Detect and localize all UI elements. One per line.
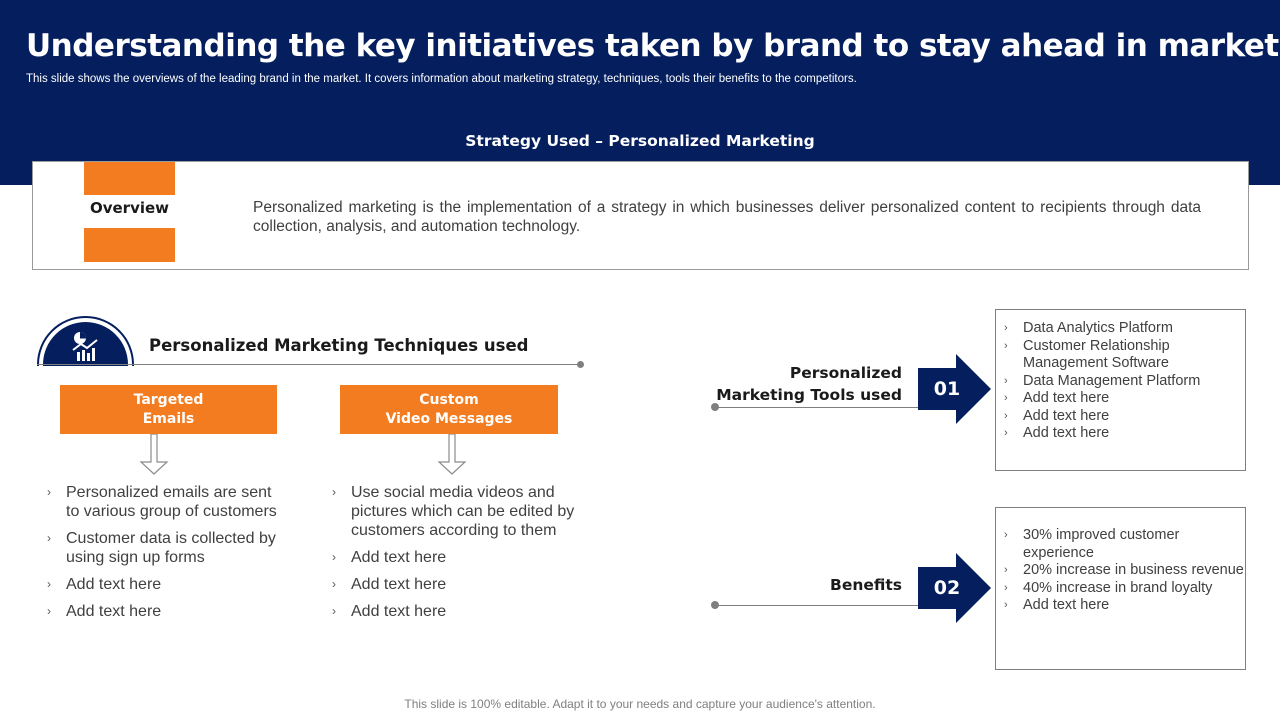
chevron-right-icon: › (332, 577, 336, 591)
list-item: ›Data Management Platform (1004, 372, 1201, 389)
benefits-connector-line (715, 605, 920, 606)
benefits-connector-dot (711, 601, 719, 609)
benefits-box (995, 507, 1246, 670)
list-item: ›Data Analytics Platform (1004, 320, 1173, 336)
chevron-right-icon: › (47, 485, 51, 499)
slide-title: Understanding the key initiatives taken … (26, 28, 1279, 64)
tools-connector-dot (711, 403, 719, 411)
benefits-list: ›30% improved customer experience ›20% i… (1004, 527, 1244, 615)
arrow-right-icon (918, 354, 991, 424)
down-arrow-icon (437, 434, 467, 475)
list-item: ›Add text here (332, 549, 447, 566)
chevron-right-icon: › (1004, 564, 1008, 576)
list-item: ›Add text here (1004, 597, 1110, 613)
list-item: ›Add text here (332, 576, 447, 593)
list-item: ›Use social media videos and pictures wh… (332, 484, 575, 539)
list-item: ›Add text here (1004, 407, 1110, 424)
chevron-right-icon: › (1004, 374, 1008, 387)
arrow-right-icon (918, 553, 991, 623)
chevron-right-icon: › (47, 604, 51, 618)
list-item: ›Customer Relationship Management Softwa… (1004, 337, 1170, 372)
list-item: ›Add text here (47, 576, 162, 593)
overview-accent-top (84, 162, 175, 195)
list-item: ›Add text here (1004, 425, 1110, 441)
tools-label: Personalized Marketing Tools used (716, 364, 902, 404)
chevron-right-icon: › (1004, 581, 1008, 594)
list-item: ›Customer data is collected by using sig… (47, 530, 276, 566)
techniques-title: Personalized Marketing Techniques used (149, 336, 529, 355)
techniques-badge (37, 316, 134, 366)
tools-number: 01 (933, 378, 961, 400)
list-item: ›Add text here (47, 603, 162, 620)
slide-subtitle: This slide shows the overviews of the le… (26, 73, 857, 85)
tools-list: ›Data Analytics Platform ›Customer Relat… (1004, 320, 1244, 443)
chevron-right-icon: › (332, 485, 336, 499)
analytics-chart-icon (72, 332, 98, 361)
chevron-right-icon: › (1004, 339, 1008, 352)
chevron-right-icon: › (1004, 599, 1008, 611)
tools-box (995, 309, 1246, 471)
overview-label: Overview (89, 199, 170, 217)
list-item: ›Add text here (332, 603, 447, 620)
strategy-heading: Strategy Used – Personalized Marketing (465, 132, 815, 150)
chevron-right-icon: › (1004, 427, 1008, 439)
chevron-right-icon: › (1004, 392, 1008, 404)
down-arrow-icon (139, 434, 169, 475)
targeted-emails-bullets: ›Personalized emails are sent to various… (47, 483, 287, 629)
benefits-number: 02 (933, 577, 961, 599)
custom-video-bullets: ›Use social media videos and pictures wh… (332, 483, 587, 629)
list-item: ›Add text here (1004, 390, 1110, 406)
overview-box (32, 161, 1249, 270)
list-item: ›20% increase in business revenue (1004, 562, 1244, 578)
overview-accent-bottom (84, 228, 175, 262)
overview-text: Personalized marketing is the implementa… (253, 199, 1201, 235)
benefits-label: Benefits (830, 576, 902, 594)
chevron-right-icon: › (47, 577, 51, 591)
header-band (0, 0, 1280, 185)
technique-card-custom-video: Custom Video Messages (340, 385, 558, 434)
chevron-right-icon: › (1004, 409, 1008, 422)
techniques-divider (37, 364, 580, 365)
list-item: ›40% increase in brand loyalty (1004, 579, 1213, 596)
techniques-divider-dot (577, 361, 584, 368)
slide-footer: This slide is 100% editable. Adapt it to… (404, 697, 876, 711)
tools-connector-line (715, 407, 920, 408)
list-item: ›Personalized emails are sent to various… (47, 484, 277, 520)
chevron-right-icon: › (332, 604, 336, 618)
chevron-right-icon: › (332, 550, 336, 564)
chevron-right-icon: › (47, 531, 51, 545)
chevron-right-icon: › (1004, 529, 1008, 541)
chevron-right-icon: › (1004, 322, 1008, 334)
technique-card-targeted-emails: Targeted Emails (60, 385, 277, 434)
list-item: ›30% improved customer experience (1004, 527, 1180, 561)
